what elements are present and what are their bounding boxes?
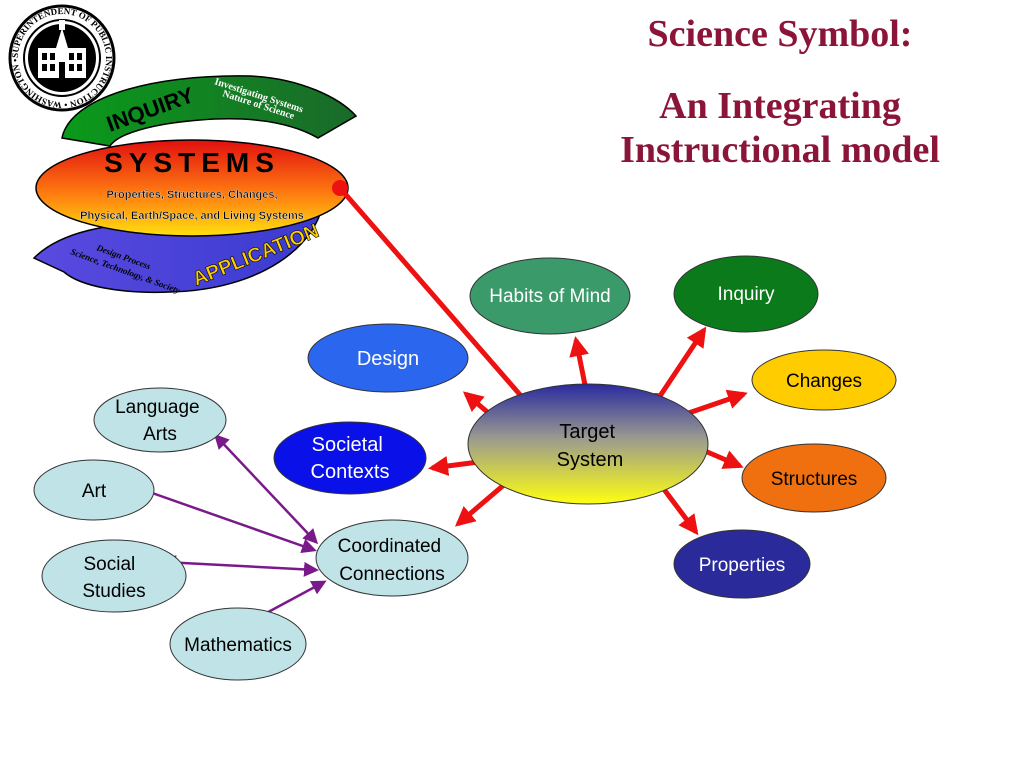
social-studies-node: Social Studies (41, 539, 187, 613)
systems-label: SYSTEMS (104, 147, 280, 178)
coordinated-connections-label-1: Coordinated (338, 536, 442, 557)
habits-of-mind-label: Habits of Mind (489, 286, 610, 307)
svg-text:Language Arts: Language Arts (115, 397, 205, 445)
mathematics-node: Mathematics (169, 607, 307, 681)
page-subtitle: An Integrating Instructional model (560, 84, 1000, 172)
habits-of-mind-node: Habits of Mind (469, 257, 631, 335)
social-studies-label-2: Studies (82, 581, 145, 602)
properties-node: Properties (673, 529, 811, 599)
language-arts-label-2: Arts (143, 424, 177, 445)
art-node: Art (33, 459, 155, 521)
changes-node: Changes (751, 349, 897, 411)
svg-text:Social Studies: Social Studies (82, 554, 145, 602)
logo-to-target-arrow (332, 180, 545, 424)
language-arts-node: Language Arts (93, 387, 227, 453)
properties-label: Properties (699, 555, 786, 576)
inquiry-band (61, 75, 358, 147)
svg-text:Coordinated Connection: Coordinated Connections (338, 536, 447, 585)
societal-contexts-node: Societal Contexts (273, 421, 427, 495)
societal-contexts-label-1: Societal (312, 434, 383, 456)
societal-contexts-label-2: Contexts (311, 461, 390, 483)
washington-seal-logo: SUPERINTENDENT OF PUBLIC INSTRUCTION • W… (8, 4, 116, 112)
language-arts-label-1: Language (115, 397, 200, 418)
page-subtitle-line-2: Instructional model (620, 129, 940, 171)
coordinated-connections-label-2: Connections (339, 564, 445, 585)
coordinated-connections-node: Coordinated Connections (315, 519, 469, 597)
page-subtitle-line-1: An Integrating (659, 85, 901, 127)
svg-text:Target System: Target System (557, 421, 624, 471)
target-system-label-2: System (557, 449, 624, 471)
systems-subtitle-2: Physical, Earth/Space, and Living System… (80, 210, 304, 222)
target-system-label-1: Target (559, 421, 615, 443)
science-symbol-logo: INQUIRY Investigating Systems Nature of … (32, 75, 358, 296)
mathematics-label: Mathematics (184, 635, 292, 656)
changes-label: Changes (786, 371, 862, 392)
target-system-node: Target System (467, 383, 709, 505)
art-label: Art (82, 481, 107, 502)
svg-text:Societal Contexts: Societal Contexts (311, 434, 390, 483)
structures-label: Structures (771, 469, 858, 490)
design-label: Design (357, 348, 419, 370)
page-title: Science Symbol: (647, 13, 913, 55)
design-node: Design (307, 323, 469, 393)
social-studies-label-1: Social (83, 554, 135, 575)
structures-node: Structures (741, 443, 887, 513)
inquiry-label: Inquiry (717, 284, 775, 305)
systems-subtitle-1: Properties, Structures, Changes, (106, 189, 277, 201)
inquiry-node: Inquiry (673, 255, 819, 333)
